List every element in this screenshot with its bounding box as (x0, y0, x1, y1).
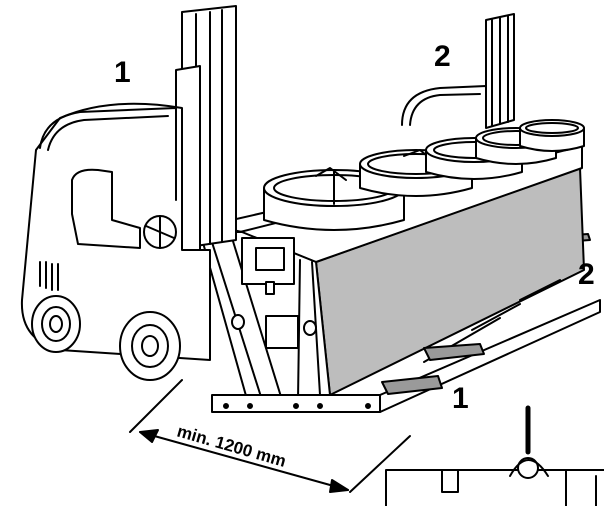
hook-icon (517, 457, 539, 479)
forklift-left (20, 5, 237, 381)
label-forklift-2: 2 (434, 40, 451, 73)
label-fork-2: 2 (578, 258, 595, 291)
fan-5 (519, 119, 585, 152)
label-fork-1: 1 (452, 382, 469, 415)
lifting-hook-inset (385, 405, 604, 506)
label-forklift-1: 1 (114, 56, 131, 89)
junction-box (265, 315, 299, 349)
forks-left (381, 343, 485, 395)
front-wheel (119, 311, 181, 381)
condenser-unit (199, 119, 601, 413)
rear-wheel (31, 295, 81, 353)
